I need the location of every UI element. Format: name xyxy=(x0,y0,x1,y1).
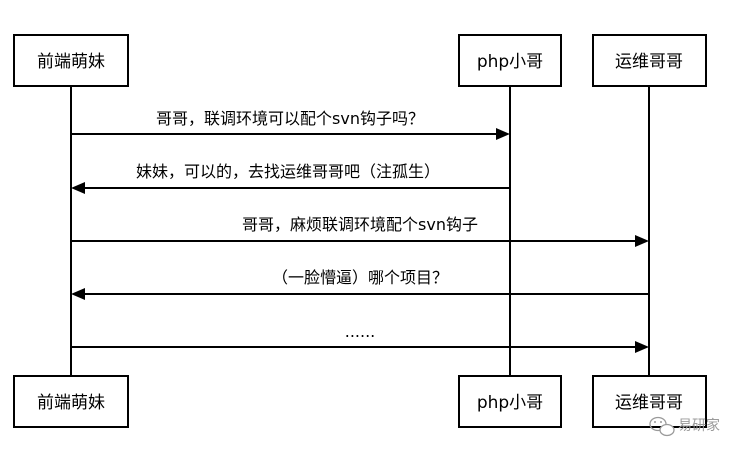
message-text: ...... xyxy=(345,322,376,341)
participant-label: 运维哥哥 xyxy=(615,52,683,72)
message-3: 哥哥，麻烦联调环境配个svn钩子 xyxy=(71,215,649,247)
arrow-left-icon xyxy=(71,182,85,194)
participant-label: 运维哥哥 xyxy=(615,393,683,413)
message-1: 哥哥，联调环境可以配个svn钩子吗？ xyxy=(71,109,510,140)
watermark-text: 易研家 xyxy=(678,417,720,434)
participant-php-top: php小哥 xyxy=(458,34,562,87)
message-2: 妹妹，可以的，去找运维哥哥吧（注孤生） xyxy=(71,162,510,194)
message-text: 哥哥，联调环境可以配个svn钩子吗？ xyxy=(156,109,424,128)
message-text: 妹妹，可以的，去找运维哥哥吧（注孤生） xyxy=(136,162,440,181)
message-text: （一脸懵逼）哪个项目？ xyxy=(272,268,448,287)
participant-label: php小哥 xyxy=(477,393,543,413)
message-5: ...... xyxy=(71,322,649,353)
message-4: （一脸懵逼）哪个项目？ xyxy=(71,268,649,300)
participant-ops-bottom: 运维哥哥 xyxy=(592,375,707,428)
participant-frontend-bottom: 前端萌妹 xyxy=(13,375,129,428)
participant-label: 前端萌妹 xyxy=(37,393,105,413)
arrow-right-icon xyxy=(635,235,649,247)
participant-frontend-top: 前端萌妹 xyxy=(13,34,129,87)
message-text: 哥哥，麻烦联调环境配个svn钩子 xyxy=(242,215,478,234)
participant-php-bottom: php小哥 xyxy=(458,375,562,428)
participant-label: php小哥 xyxy=(477,52,543,72)
watermark: 易研家 xyxy=(649,416,720,437)
arrow-left-icon xyxy=(71,288,85,300)
participant-ops-top: 运维哥哥 xyxy=(592,34,707,87)
arrow-right-icon xyxy=(635,341,649,353)
participant-label: 前端萌妹 xyxy=(37,52,105,72)
arrow-right-icon xyxy=(496,128,510,140)
wechat-icon xyxy=(649,416,675,437)
